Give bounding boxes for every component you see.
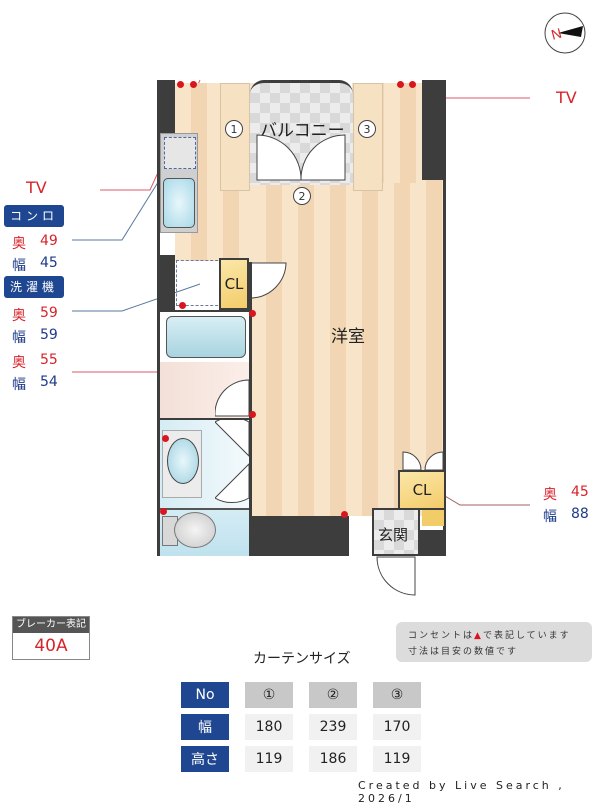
height-1: 119 (245, 746, 293, 772)
header-no: No (181, 682, 229, 708)
outlet-icon (160, 508, 167, 515)
closet-entry-depth: 奥 45 (543, 484, 589, 503)
washer-tag: 洗濯機 (4, 276, 64, 298)
closet-door (250, 262, 287, 299)
footer-credit: Created by Live Search , 2026/1 (358, 779, 565, 805)
floor-plan: バルコニー 1 3 2 CL CL (157, 80, 446, 596)
bathtub (166, 316, 246, 358)
header-3: ③ (373, 682, 421, 708)
stove-width: 幅 45 (12, 255, 58, 274)
tv-label-left: TV (26, 178, 47, 197)
note-dimensions: 寸法は目安の数値です (408, 647, 519, 657)
outlet-icon (409, 81, 416, 88)
outlet-icon (190, 81, 197, 88)
entrance-label: 玄関 (378, 526, 409, 544)
width-1: 180 (245, 714, 293, 740)
notes-box: コンセントは▲で表記しています 寸法は目安の数値です (396, 622, 592, 662)
closet-small-depth: 奥 55 (12, 352, 58, 371)
note-outlet: コンセントは▲で表記しています (408, 631, 571, 641)
svg-text:N: N (549, 25, 563, 43)
compass: N (543, 11, 587, 55)
outlet-icon (341, 511, 348, 518)
balcony-label: バルコニー (260, 121, 345, 141)
closet-2-extension (422, 510, 444, 526)
outlet-icon (177, 81, 184, 88)
wall-left-edge (157, 80, 160, 556)
toilet-bowl (174, 512, 216, 548)
curtain-title: カーテンサイズ (253, 651, 351, 667)
washer-width: 幅 59 (12, 327, 58, 346)
washer-depth: 奥 59 (12, 305, 58, 324)
window-marker-2: 2 (293, 187, 311, 205)
height-3: 119 (373, 746, 421, 772)
wall-bottom-right (417, 530, 446, 556)
closet-1: CL (219, 258, 249, 310)
tv-label-right: TV (556, 88, 577, 107)
outlet-icon (162, 435, 169, 442)
closet-2: CL (398, 470, 446, 510)
washer-space (176, 260, 223, 306)
wall-right-top (422, 80, 446, 182)
width-2: 239 (309, 714, 357, 740)
outlet-marker-icon: ▲ (474, 631, 483, 641)
window-marker-3: 3 (358, 120, 376, 138)
vanity-sink (167, 438, 199, 484)
outlet-icon (249, 310, 256, 317)
stove-tag: コンロ (4, 205, 64, 227)
balcony-doors (256, 134, 346, 181)
window-marker-1: 1 (225, 120, 243, 138)
width-3: 170 (373, 714, 421, 740)
row-width-label: 幅 (181, 714, 229, 740)
wall-right-edge (443, 80, 446, 556)
breaker-value: 40A (13, 633, 89, 659)
wall-bottom-left (249, 516, 349, 556)
kitchen-sink (163, 178, 195, 228)
wall-washer (157, 255, 175, 310)
header-1: ① (245, 682, 293, 708)
outlet-icon (249, 411, 256, 418)
vanity-doors (215, 420, 250, 504)
closet-small-width: 幅 54 (12, 374, 58, 393)
stove (164, 137, 196, 169)
stove-depth: 奥 49 (12, 233, 58, 252)
curtain-table: No ① ② ③ 幅 180 239 170 高さ 119 186 119 (181, 682, 421, 774)
entry-closet-doors (402, 451, 444, 471)
entrance-door (376, 556, 416, 596)
washroom-door (215, 379, 250, 417)
compass-north-icon: N (544, 12, 586, 54)
outlet-icon (179, 302, 186, 309)
breaker-title: ブレーカー表記 (13, 617, 89, 633)
row-height-label: 高さ (181, 746, 229, 772)
height-2: 186 (309, 746, 357, 772)
breaker-box: ブレーカー表記 40A (12, 616, 90, 660)
header-2: ② (309, 682, 357, 708)
closet-entry-width: 幅 88 (543, 506, 589, 525)
outlet-icon (397, 81, 404, 88)
wall-inner-vertical (249, 262, 252, 556)
entrance (372, 508, 420, 556)
western-room-label: 洋室 (331, 327, 365, 347)
